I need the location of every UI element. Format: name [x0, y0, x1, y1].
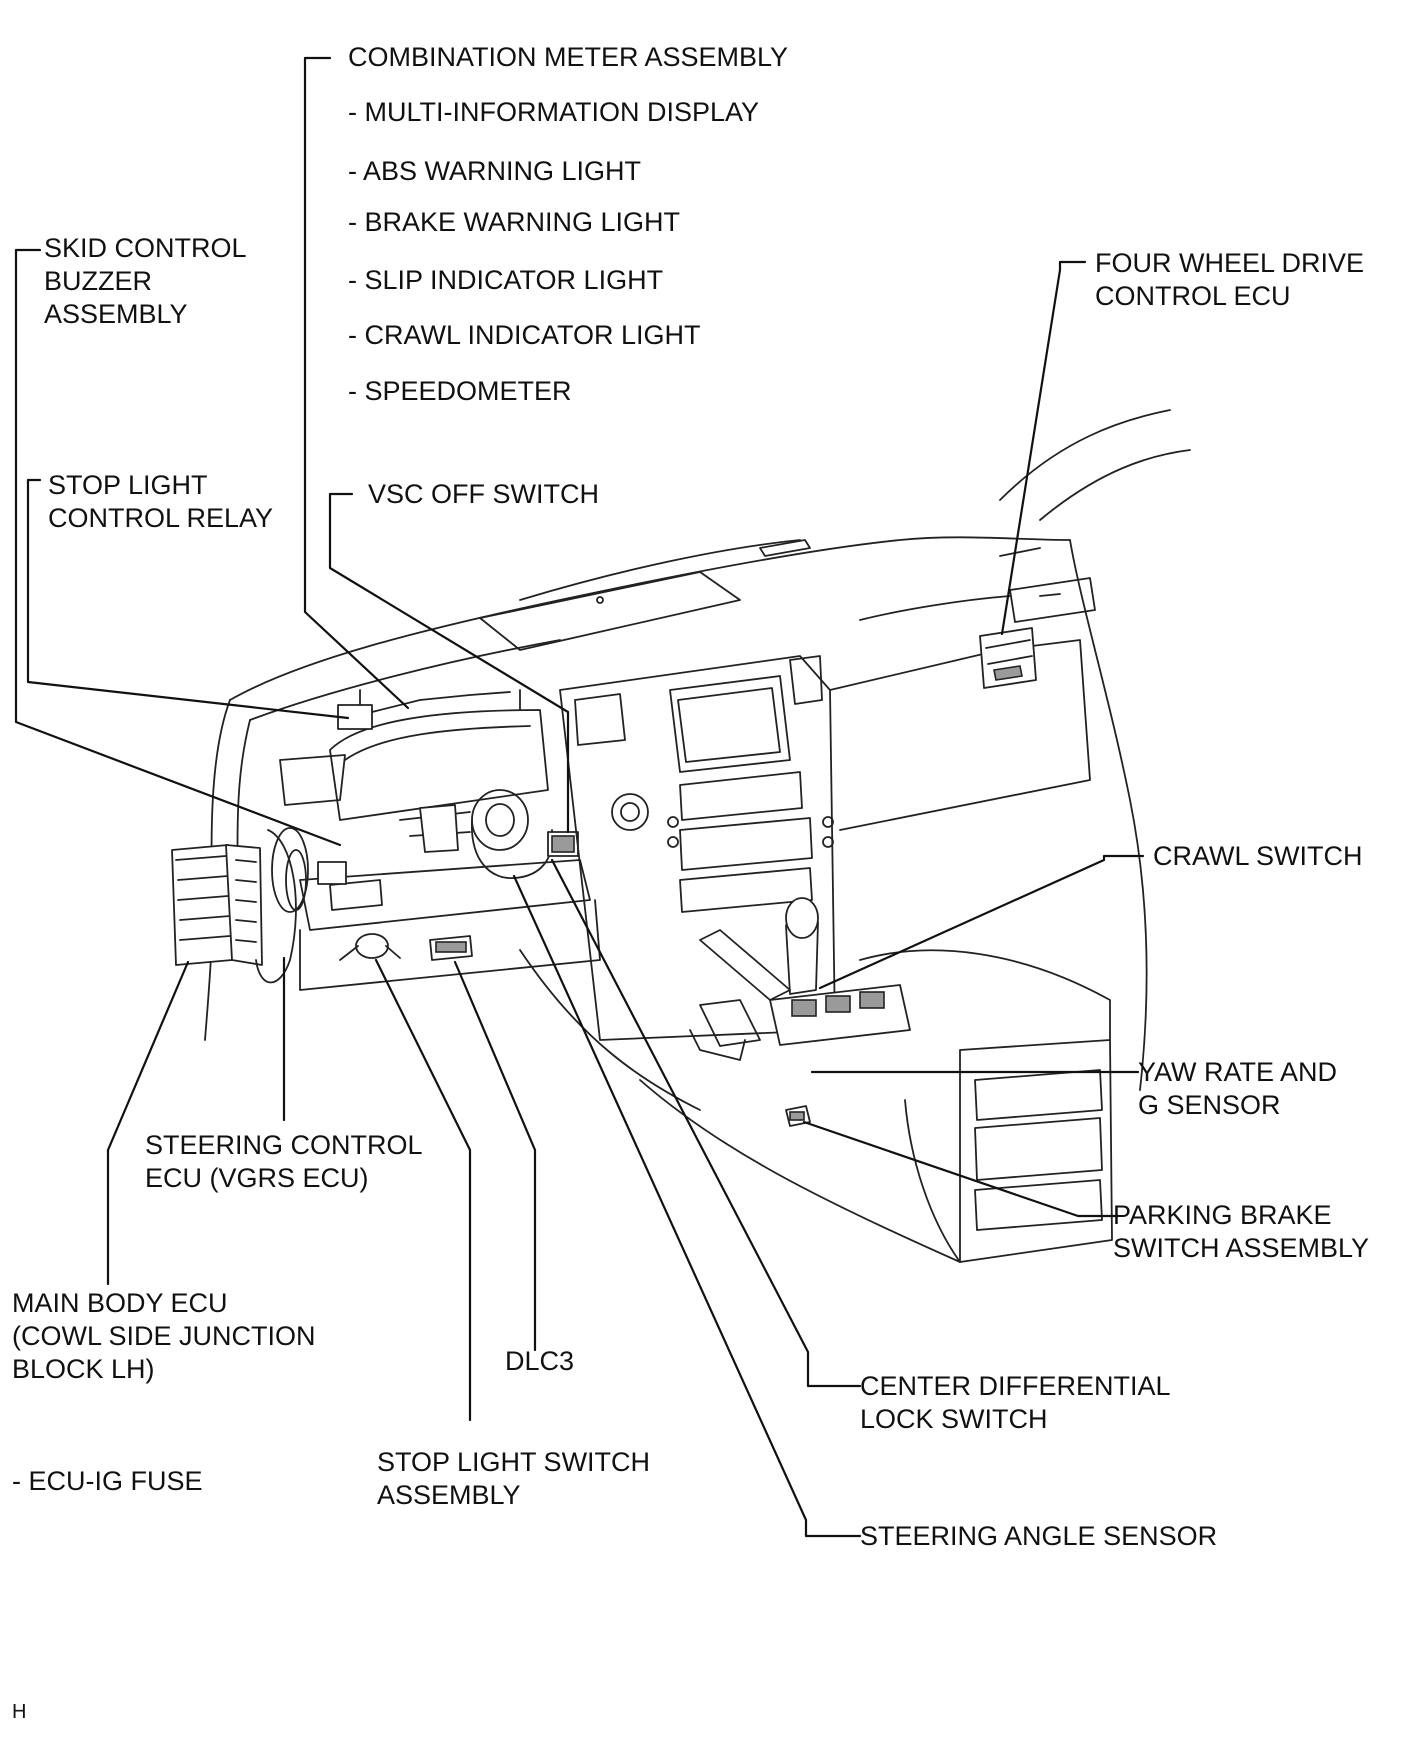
label-skid-buzzer-line-1: SKID CONTROL: [44, 233, 247, 263]
label-meter-item-1: - MULTI-INFORMATION DISPLAY: [348, 97, 759, 127]
label-main-body-ecu-line-3: BLOCK LH): [12, 1354, 155, 1384]
label-stop-light-switch-line-2: ASSEMBLY: [377, 1480, 521, 1510]
label-main-body-ecu-line-2: (COWL SIDE JUNCTION: [12, 1321, 316, 1351]
label-stop-light-switch-line-1: STOP LIGHT SWITCH: [377, 1447, 650, 1477]
callout-labels: COMBINATION METER ASSEMBLY - MULTI-INFOR…: [12, 42, 1369, 1723]
label-meter-item-5: - CRAWL INDICATOR LIGHT: [348, 320, 701, 350]
label-dlc3: DLC3: [505, 1346, 574, 1376]
label-meter-item-6: - SPEEDOMETER: [348, 376, 572, 406]
label-parking-brake-line-1: PARKING BRAKE: [1113, 1200, 1332, 1230]
label-four-wheel-ecu-line-2: CONTROL ECU: [1095, 281, 1291, 311]
label-skid-buzzer-line-2: BUZZER: [44, 266, 152, 296]
corner-mark: H: [12, 1701, 26, 1723]
label-meter-item-2: - ABS WARNING LIGHT: [348, 156, 641, 186]
label-vsc-off-switch: VSC OFF SWITCH: [368, 479, 599, 509]
label-steering-control-ecu-line-2: ECU (VGRS ECU): [145, 1163, 369, 1193]
label-ecu-ig-fuse: - ECU-IG FUSE: [12, 1466, 203, 1496]
label-meter-item-3: - BRAKE WARNING LIGHT: [348, 207, 680, 237]
label-yaw-rate-line-2: G SENSOR: [1138, 1090, 1281, 1120]
label-stop-light-relay-line-1: STOP LIGHT: [48, 470, 208, 500]
label-skid-buzzer-line-3: ASSEMBLY: [44, 299, 188, 329]
label-combination-meter: COMBINATION METER ASSEMBLY: [348, 42, 788, 72]
dashboard-drawing: [171, 409, 1191, 1263]
label-steering-angle-sensor: STEERING ANGLE SENSOR: [860, 1521, 1217, 1551]
label-center-diff-line-1: CENTER DIFFERENTIAL: [860, 1371, 1171, 1401]
label-meter-item-4: - SLIP INDICATOR LIGHT: [348, 265, 663, 295]
label-center-diff-line-2: LOCK SWITCH: [860, 1404, 1048, 1434]
label-main-body-ecu-line-1: MAIN BODY ECU: [12, 1288, 228, 1318]
label-crawl-switch: CRAWL SWITCH: [1153, 841, 1363, 871]
label-stop-light-relay-line-2: CONTROL RELAY: [48, 503, 273, 533]
label-yaw-rate-line-1: YAW RATE AND: [1138, 1057, 1337, 1087]
label-parking-brake-line-2: SWITCH ASSEMBLY: [1113, 1233, 1369, 1263]
leader-lines: [14, 56, 1145, 1538]
label-steering-control-ecu-line-1: STEERING CONTROL: [145, 1130, 423, 1160]
label-four-wheel-ecu-line-1: FOUR WHEEL DRIVE: [1095, 248, 1364, 278]
